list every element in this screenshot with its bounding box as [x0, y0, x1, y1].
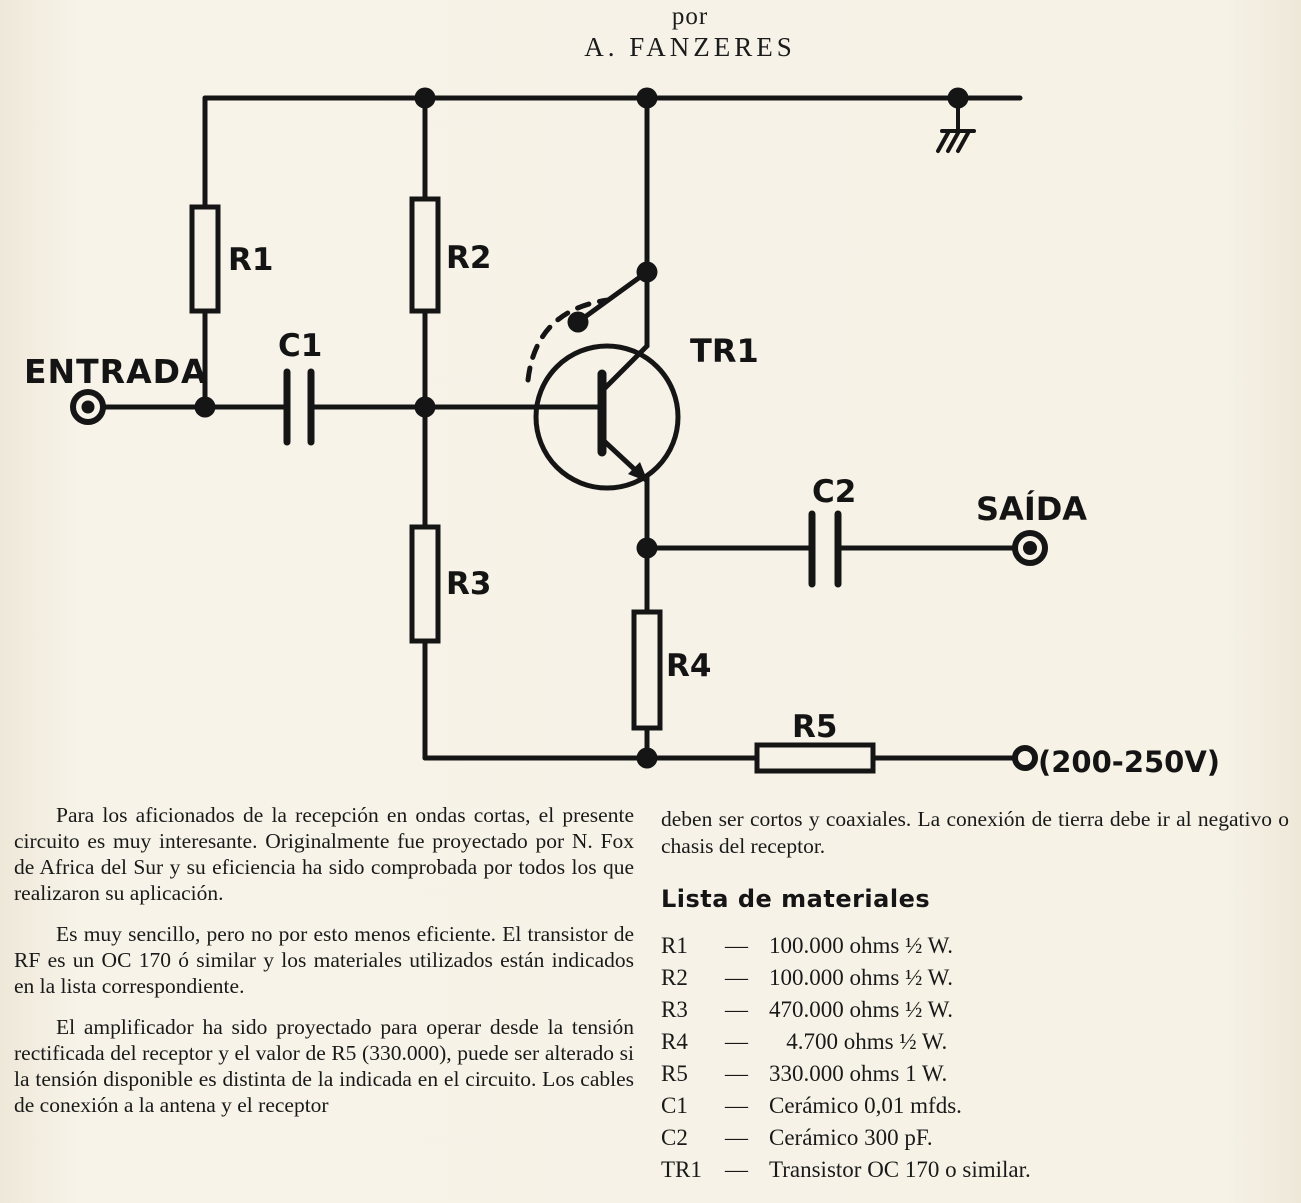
article-left-column: Para los aficionados de la recepción en …	[14, 802, 634, 1133]
material-desc: 100.000 ohms ½ W.	[769, 933, 954, 958]
label-r4: R4	[666, 648, 711, 684]
ground-icon	[936, 96, 976, 153]
material-row: C1 — Cerámico 0,01 mfds.	[661, 1090, 1289, 1122]
paragraph-continuation: deben ser cortos y coaxiales. La conexió…	[661, 807, 1289, 858]
material-ref: TR1	[661, 1157, 702, 1182]
transistor-tr1-body	[533, 343, 681, 491]
label-r2: R2	[446, 240, 491, 276]
label-saida: SAÍDA	[976, 490, 1087, 528]
material-desc: 100.000 ohms ½ W.	[769, 965, 954, 990]
material-desc: 330.000 ohms 1 W.	[769, 1061, 948, 1086]
input-terminal	[70, 389, 106, 425]
materials-heading: Lista de materiales	[661, 885, 931, 913]
circuit-schematic: ENTRADA C1 R1 R2 R3 TR1 C2 SAÍDA R4 R5 (…	[24, 87, 1220, 779]
article-right-column: deben ser cortos y coaxiales. La conexió…	[661, 806, 1289, 1186]
junction-dot	[414, 87, 436, 109]
material-row: R1 — 100.000 ohms ½ W.	[661, 930, 1289, 962]
capacitor-c2	[808, 510, 842, 588]
resistor-r4	[631, 609, 663, 731]
label-tr1: TR1	[690, 332, 759, 370]
junction-dots	[194, 87, 969, 769]
material-dash: —	[725, 1029, 748, 1054]
capacitor-c1	[283, 368, 315, 446]
material-dash: —	[725, 1157, 748, 1182]
byline-author: A. FANZERES	[584, 32, 796, 62]
resistor-r5	[754, 742, 876, 774]
shield-lead-wire	[575, 269, 650, 325]
resistor-r3	[409, 524, 441, 644]
material-desc: Cerámico 0,01 mfds.	[769, 1093, 962, 1118]
material-dash: —	[725, 933, 748, 958]
label-c2: C2	[812, 474, 856, 510]
material-dash: —	[725, 997, 748, 1022]
emitter-arrow	[628, 462, 648, 482]
junction-dot	[414, 396, 436, 418]
resistor-r1	[189, 204, 221, 314]
material-dash: —	[725, 1093, 748, 1118]
junction-dot	[636, 537, 658, 559]
label-entrada: ENTRADA	[24, 352, 208, 391]
label-r3: R3	[446, 566, 491, 602]
output-terminal	[1012, 530, 1048, 566]
paragraph-simplicity: Es muy sencillo, pero no por esto menos …	[14, 922, 634, 998]
supply-terminal	[1012, 745, 1038, 771]
label-supply-voltage: (200-250V)	[1038, 745, 1220, 779]
material-dash: —	[725, 1125, 748, 1150]
resistor-r2	[409, 196, 441, 314]
byline: por A. FANZERES	[490, 2, 890, 62]
material-ref: R3	[661, 997, 688, 1022]
material-ref: R5	[661, 1061, 688, 1086]
material-row: R4 — 4.700 ohms ½ W.	[661, 1026, 1289, 1058]
material-row: R3 — 470.000 ohms ½ W.	[661, 994, 1289, 1026]
material-desc: 4.700 ohms ½ W.	[769, 1029, 948, 1054]
material-dash: —	[725, 1061, 748, 1086]
material-dash: —	[725, 965, 748, 990]
paragraph-operation: El amplificador ha sido proyectado para …	[14, 1015, 634, 1117]
material-row: R2 — 100.000 ohms ½ W.	[661, 962, 1289, 994]
junction-dot	[636, 747, 658, 769]
material-ref: R4	[661, 1029, 688, 1054]
label-r1: R1	[228, 242, 273, 278]
junction-dot	[567, 311, 589, 333]
material-ref: C1	[661, 1093, 688, 1118]
material-desc: 470.000 ohms ½ W.	[769, 997, 954, 1022]
materials-list: R1 — 100.000 ohms ½ W. R2 — 100.000 ohms…	[661, 930, 1289, 1186]
paragraph-intro: Para los aficionados de la recepción en …	[14, 803, 634, 905]
material-row: TR1 — Transistor OC 170 o similar.	[661, 1154, 1289, 1186]
material-desc: Transistor OC 170 o similar.	[769, 1157, 1031, 1182]
junction-dot	[636, 261, 658, 283]
material-row: R5 — 330.000 ohms 1 W.	[661, 1058, 1289, 1090]
collector-wire	[601, 95, 650, 392]
byline-prefix: por	[671, 3, 709, 30]
label-c1: C1	[278, 328, 322, 364]
junction-dot	[194, 396, 216, 418]
junction-dot	[636, 87, 658, 109]
label-r5: R5	[792, 709, 837, 745]
material-desc: Cerámico 300 pF.	[769, 1125, 933, 1150]
material-ref: R1	[661, 933, 688, 958]
material-ref: R2	[661, 965, 688, 990]
junction-dot	[947, 87, 969, 109]
material-ref: C2	[661, 1125, 688, 1150]
material-row: C2 — Cerámico 300 pF.	[661, 1122, 1289, 1154]
